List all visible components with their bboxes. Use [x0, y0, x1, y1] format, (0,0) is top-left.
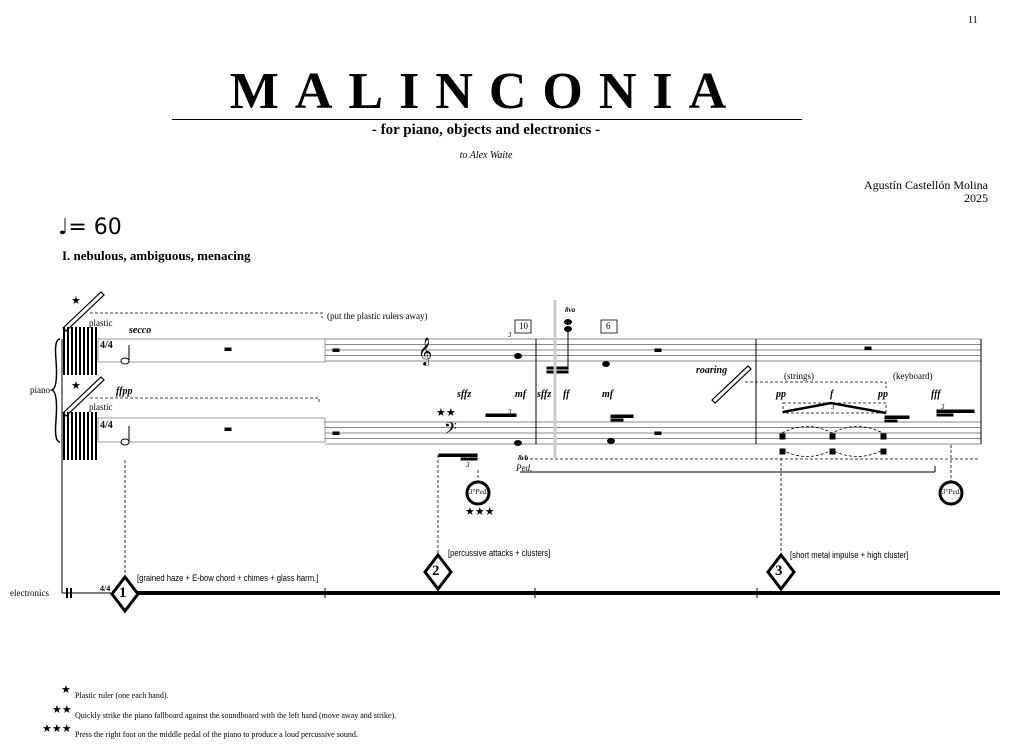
- cluster-bar: [87, 412, 89, 460]
- cluster-bar: [83, 412, 85, 460]
- cue-diamond-3: [766, 552, 796, 592]
- cue-number-3: 3: [775, 563, 783, 579]
- tuplet-number: 3: [466, 461, 470, 469]
- cluster-bar: [71, 412, 73, 460]
- dynamic-fff: fff: [931, 389, 941, 400]
- dynamic-ff: ff: [563, 389, 570, 400]
- bass-clef-icon: 𝄢: [444, 418, 457, 442]
- cue-number-2: 2: [432, 563, 440, 579]
- ottava-bassa: 8vb: [518, 454, 529, 462]
- footnote-mark: ★: [61, 683, 71, 696]
- star-mark: ★★: [436, 406, 456, 419]
- dynamic-ffpp: ffpp: [116, 386, 133, 397]
- time-signature: 4/4: [100, 420, 113, 431]
- tempo-marking: ♩= 60: [58, 215, 122, 240]
- cluster-bar: [83, 327, 85, 375]
- cluster-bar: [79, 327, 81, 375]
- dynamic-mf: mf: [515, 389, 527, 400]
- cue-diamond-1: [110, 574, 140, 614]
- pedal-marking: Ped.: [516, 463, 533, 473]
- cluster-bar: [71, 327, 73, 375]
- box-number: 10: [519, 321, 528, 331]
- score-title: MALINCONIA: [229, 63, 743, 120]
- dynamic-f: f: [830, 389, 834, 400]
- dynamic-pp: pp: [878, 389, 888, 400]
- dynamic-mf: mf: [602, 389, 614, 400]
- instrument-piano: piano: [30, 385, 50, 395]
- star-mark: ★: [71, 294, 81, 307]
- cue-label-3: [short metal impulse + high cluster]: [790, 550, 909, 560]
- tuplet-number: 3: [508, 408, 512, 416]
- plastic-ruler-icon: [62, 291, 752, 417]
- notes: [120, 300, 975, 473]
- strings-label: (strings): [784, 371, 814, 381]
- cue-label-2: [percussive attacks + clusters]: [448, 548, 551, 558]
- cluster-bar: [95, 327, 97, 375]
- cluster-bar: [79, 412, 81, 460]
- title-rule: [172, 119, 802, 120]
- cluster-bar: [91, 327, 93, 375]
- cluster-bar: [87, 327, 89, 375]
- footnote-mark: ★★: [52, 703, 72, 716]
- middle-pedal-marking: 3°Ped.: [942, 488, 961, 496]
- time-signature: 4/4: [100, 584, 111, 593]
- dynamic-pp: pp: [776, 389, 786, 400]
- cluster-bar: [75, 327, 77, 375]
- footnote-text: Plastic ruler (one each hand).: [75, 691, 169, 700]
- instrument-electronics: electronics: [10, 588, 49, 598]
- time-signature: 4/4: [100, 340, 113, 351]
- cluster-bar: [75, 412, 77, 460]
- page-number: 11: [968, 15, 978, 26]
- section-title: I. nebulous, ambiguous, menacing: [62, 248, 251, 263]
- cluster-bar: [63, 412, 65, 460]
- cluster-bar: [95, 412, 97, 460]
- secco-marking: secco: [129, 325, 152, 336]
- number-boxes: [514, 319, 618, 334]
- dynamic-sffz: sffz: [537, 389, 552, 400]
- cluster-bar: [67, 327, 69, 375]
- footnote-text: Quickly strike the piano fallboard again…: [75, 711, 397, 720]
- dedication: to Alex Waite: [459, 150, 513, 161]
- ottava-alta: 8va: [565, 306, 576, 314]
- cluster-bar: [67, 412, 69, 460]
- composition-year: 2025: [964, 191, 988, 205]
- cue-label-1: [grained haze + E-bow chord + chimes + g…: [137, 573, 319, 583]
- star-mark: ★★★: [465, 505, 495, 518]
- middle-pedal-marking: 3°Ped.: [469, 488, 488, 496]
- box-number: 6: [606, 321, 611, 331]
- put-away-instruction: (put the plastic rulers away): [327, 311, 428, 321]
- plastic-label: plastic: [89, 402, 113, 412]
- composer-name: Agustín Castellón Molina: [864, 178, 988, 192]
- tuplet-number: 3: [831, 403, 835, 411]
- roaring-marking: roaring: [696, 365, 728, 376]
- piano-brace: [49, 338, 61, 443]
- treble-clef-icon: 𝄞: [418, 337, 433, 365]
- cluster-bar: [91, 412, 93, 460]
- cue-diamond-2: [423, 552, 453, 592]
- footnote-text: Press the right foot on the middle pedal…: [75, 730, 358, 739]
- cue-number-1: 1: [119, 585, 127, 601]
- plastic-label: plastic: [89, 318, 113, 328]
- footnote-mark: ★★★: [42, 722, 72, 735]
- cluster-bar: [63, 327, 65, 375]
- dashed-lines: [90, 312, 980, 578]
- tuplet-number: 3: [508, 331, 512, 339]
- barlines: [61, 339, 982, 593]
- cluster-bars: [63, 327, 97, 460]
- staff-lines: [97, 338, 981, 445]
- star-mark: ★: [71, 379, 81, 392]
- score-subtitle: - for piano, objects and electronics -: [371, 122, 601, 138]
- upper-staff: [325, 338, 981, 362]
- tuplet-number: 3: [941, 403, 945, 411]
- pedal-circle-icon: [465, 480, 964, 506]
- keyboard-label: (keyboard): [893, 371, 933, 381]
- composer-block: Agustín Castellón Molina 2025: [864, 179, 988, 205]
- cue-diamonds: [110, 552, 796, 614]
- dynamic-sffz: sffz: [457, 389, 472, 400]
- electronics-staff: [62, 588, 1000, 598]
- lower-staff: [325, 421, 981, 445]
